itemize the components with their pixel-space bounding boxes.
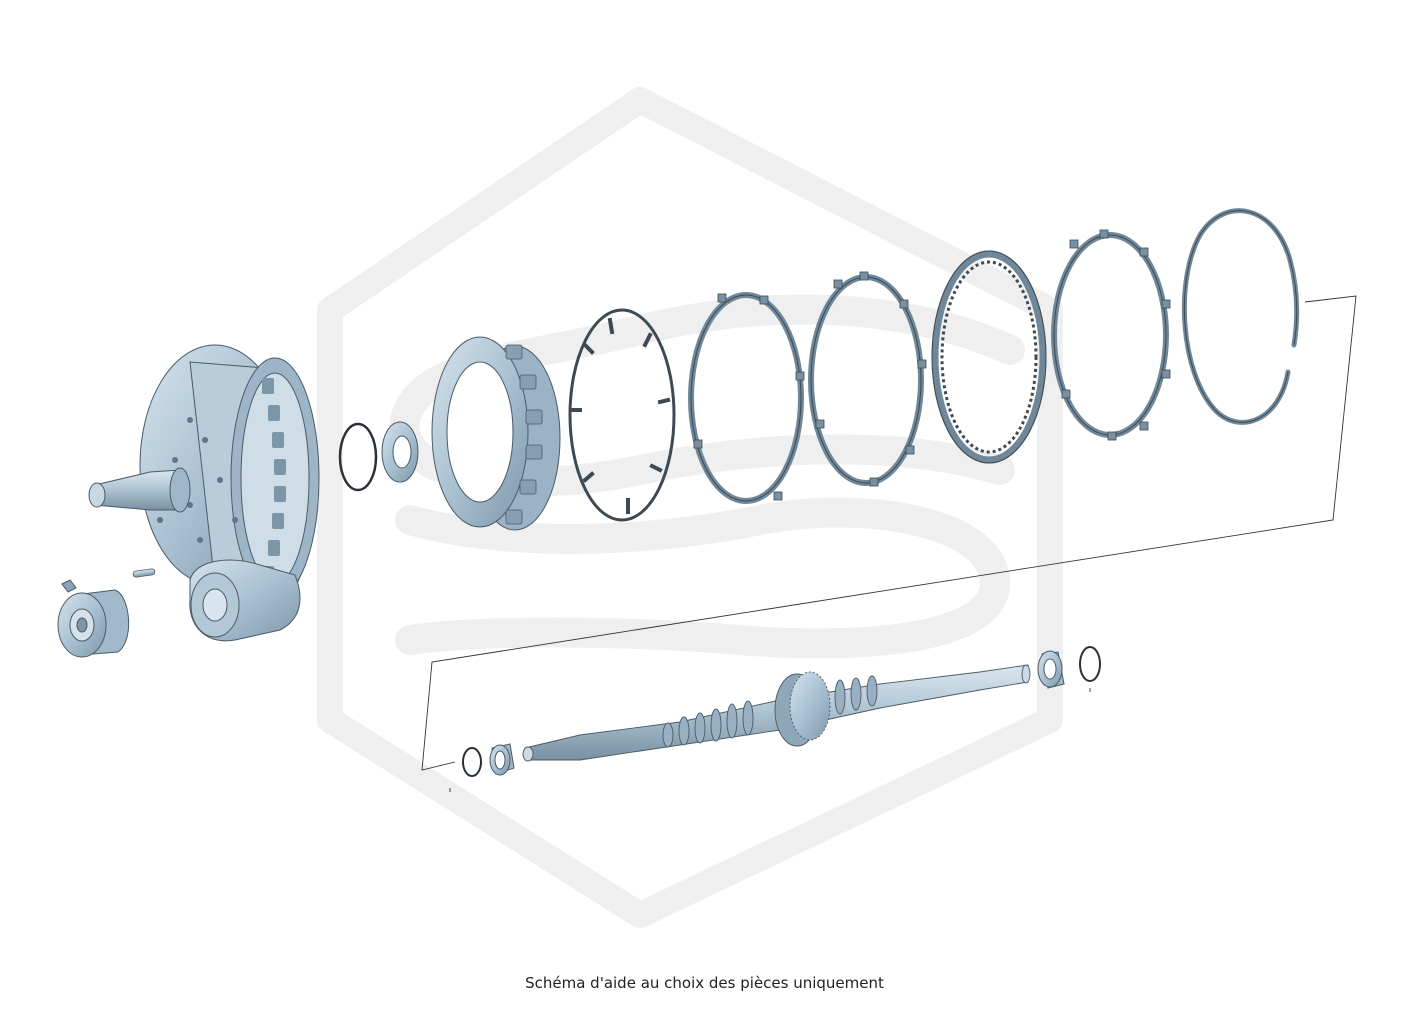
- friction-disc-splined-icon: [931, 250, 1047, 464]
- clutch-disc-1-icon: [688, 292, 805, 504]
- diagram-caption: Schéma d'aide au choix des pièces unique…: [525, 974, 884, 992]
- dowel-pin-icon: [132, 568, 156, 578]
- large-o-ring-icon: [338, 422, 378, 492]
- thrust-washer-icon: [381, 421, 419, 483]
- shaft-ring-right-icon: [1079, 646, 1101, 682]
- clutch-disc-2-icon: [808, 271, 927, 487]
- shaft-ring-left-icon: [462, 747, 482, 777]
- snap-ring-icon: [1181, 208, 1300, 425]
- clutch-piston-hub-icon: [431, 336, 561, 531]
- shaft-bearing-left-icon: [489, 743, 515, 776]
- return-spring-plate-icon: [568, 308, 676, 522]
- small-pinion-gear-icon: [57, 579, 130, 658]
- clutch-disc-3-icon: [1051, 229, 1171, 441]
- hexagon-s-logo-icon: [317, 87, 1063, 928]
- clutch-housing-drum-icon: [88, 344, 320, 642]
- assembly-leader-lines: [421, 295, 1357, 792]
- shaft-bearing-right-icon: [1037, 650, 1065, 689]
- input-shaft-icon: [522, 664, 1031, 762]
